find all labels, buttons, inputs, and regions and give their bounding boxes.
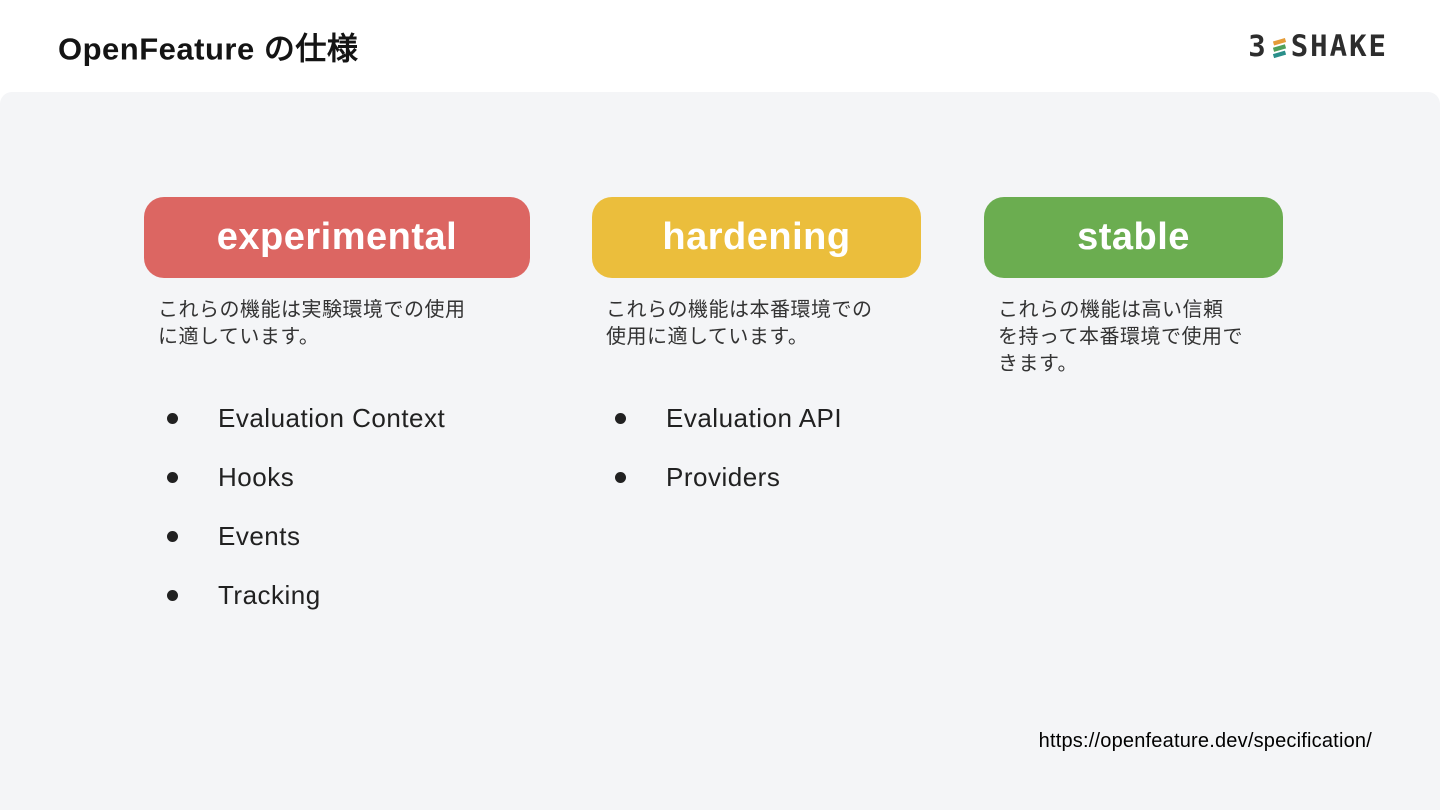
bullet-icon [167, 590, 178, 601]
logo-prefix: 3 [1248, 29, 1268, 63]
column-description: これらの機能は実験環境での使用 に適しています。 [158, 299, 466, 348]
list-item-label: Hooks [218, 462, 295, 492]
feature-list: Evaluation API Providers [592, 403, 921, 493]
bullet-icon [615, 472, 626, 483]
list-item-label: Tracking [218, 580, 321, 610]
specification-url[interactable]: https://openfeature.dev/specification/ [1038, 730, 1372, 752]
column-description: これらの機能は高い信頼 を持って本番環境で使用で きます。 [998, 299, 1243, 375]
list-item: Evaluation API [592, 403, 921, 434]
bullet-icon [167, 531, 178, 542]
bullet-icon [615, 413, 626, 424]
list-item: Events [144, 521, 530, 552]
bullet-icon [167, 413, 178, 424]
badge-experimental: experimental [144, 197, 530, 278]
feature-list: Evaluation Context Hooks Events Tracking [144, 403, 530, 611]
slide-header: OpenFeature の仕様 3 SHAKE [0, 0, 1440, 92]
logo-suffix: SHAKE [1290, 29, 1388, 63]
column-stable: stable これらの機能は高い信頼 を持って本番環境で使用で きます。 [984, 197, 1283, 378]
list-item: Evaluation Context [144, 403, 530, 434]
3shake-logo: 3 SHAKE [1248, 29, 1388, 63]
column-hardening: hardening これらの機能は本番環境での 使用に適しています。 Evalu… [592, 197, 921, 521]
column-experimental: experimental これらの機能は実験環境での使用 に適しています。 Ev… [144, 197, 530, 639]
badge-hardening: hardening [592, 197, 921, 278]
logo-zigzag-icon [1272, 37, 1286, 59]
list-item-label: Evaluation API [666, 403, 843, 433]
badge-stable: stable [984, 197, 1283, 278]
bullet-icon [167, 472, 178, 483]
list-item-label: Events [218, 521, 301, 551]
list-item: Tracking [144, 580, 530, 611]
list-item-label: Providers [666, 462, 781, 492]
page-title: OpenFeature の仕様 [58, 31, 359, 67]
list-item: Providers [592, 462, 921, 493]
column-description: これらの機能は本番環境での 使用に適しています。 [606, 299, 873, 348]
list-item: Hooks [144, 462, 530, 493]
list-item-label: Evaluation Context [218, 403, 446, 433]
